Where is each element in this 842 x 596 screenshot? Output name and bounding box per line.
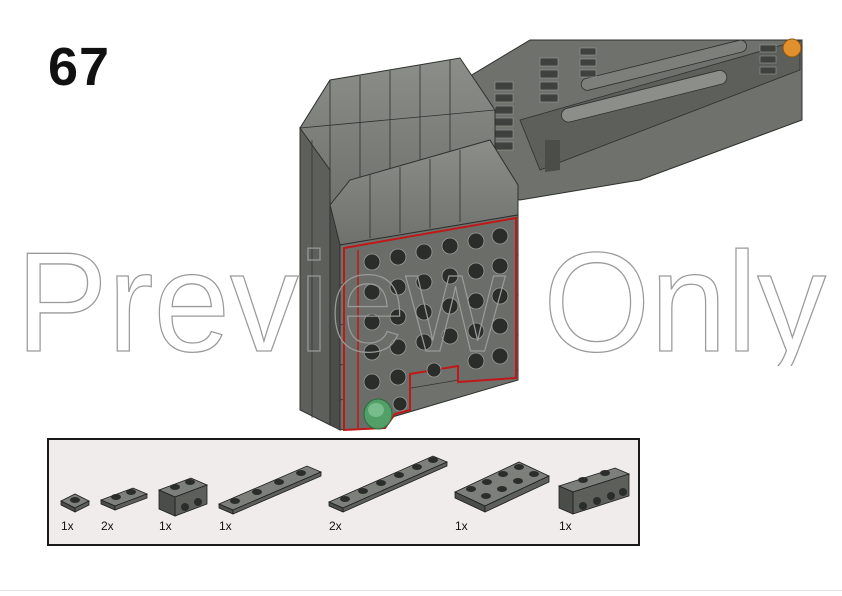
bracket-icon <box>157 477 209 517</box>
plate-1x6-icon <box>327 455 449 513</box>
parts-list: 1x 2x 1x 1x <box>47 438 640 546</box>
part-plate-1x2 <box>99 484 149 512</box>
plate-1x1-icon <box>60 493 90 513</box>
part-qty: 1x <box>219 519 232 533</box>
plate-1x2-icon <box>99 487 149 511</box>
part-qty: 2x <box>101 519 114 533</box>
part-plate-1x4 <box>217 462 325 516</box>
bracket-1x4-icon <box>557 467 631 515</box>
part-plate-1x6 <box>327 452 451 516</box>
step-number: 67 <box>48 37 111 97</box>
part-plate-2x4 <box>453 458 553 516</box>
model-illustration <box>299 38 803 432</box>
part-qty: 2x <box>329 519 342 533</box>
new-parts-highlight <box>343 216 517 432</box>
trans-green-round-plate <box>363 398 393 430</box>
part-qty: 1x <box>61 519 74 533</box>
side-column <box>299 126 331 426</box>
part-qty: 1x <box>559 519 572 533</box>
part-bracket-1x2-1x4 <box>557 466 635 518</box>
part-bracket-1x2-2x2 <box>157 474 211 517</box>
part-qty: 1x <box>159 519 172 533</box>
plate-2x4-icon <box>454 461 550 513</box>
plate-1x4-icon <box>217 465 323 515</box>
page-divider <box>0 590 842 591</box>
part-plate-1x1 <box>59 490 91 513</box>
part-qty: 1x <box>455 519 468 533</box>
